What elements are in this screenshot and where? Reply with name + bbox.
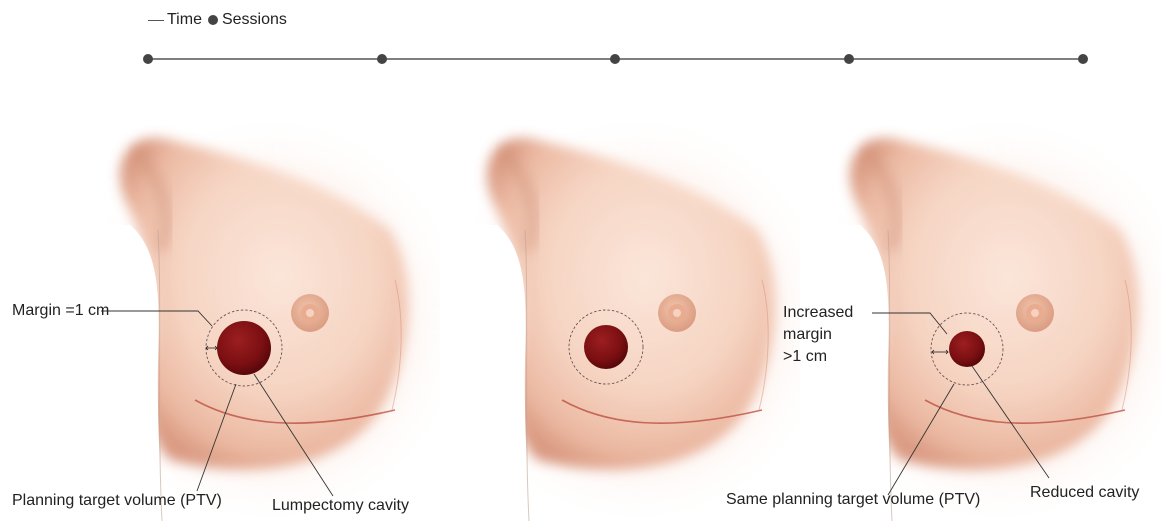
lumpectomy-cavity-label: Lumpectomy cavity <box>272 496 409 516</box>
session-dot-swatch <box>208 15 218 25</box>
shrinking-cavity <box>584 325 628 369</box>
session-marker-3 <box>610 54 620 64</box>
breast-illustration-3 <box>800 90 1161 521</box>
legend-sessions-label: Sessions <box>222 11 287 29</box>
same-ptv-label: Same planning target volume (PTV) <box>726 490 980 510</box>
session-marker-5 <box>1078 54 1088 64</box>
lumpectomy-cavity <box>217 321 271 375</box>
time-line-swatch <box>148 20 164 21</box>
session-marker-2 <box>377 54 387 64</box>
session-marker-4 <box>844 54 854 64</box>
session-marker-1 <box>143 54 153 64</box>
ptv-label: Planning target volume (PTV) <box>12 491 222 511</box>
increased-margin-label-line-2: margin <box>783 324 832 346</box>
reduced-cavity <box>949 331 985 367</box>
legend-time-label: Time <box>167 11 202 29</box>
increased-margin-label-line-1: Increased <box>783 302 853 324</box>
margin-label: Margin =1 cm <box>12 301 109 321</box>
increased-margin-label-line-3: >1 cm <box>783 346 827 368</box>
breast-illustration-2 <box>437 90 837 521</box>
reduced-cavity-label: Reduced cavity <box>1030 483 1139 503</box>
legend: Time Sessions <box>148 9 287 31</box>
timeline <box>143 54 1088 64</box>
